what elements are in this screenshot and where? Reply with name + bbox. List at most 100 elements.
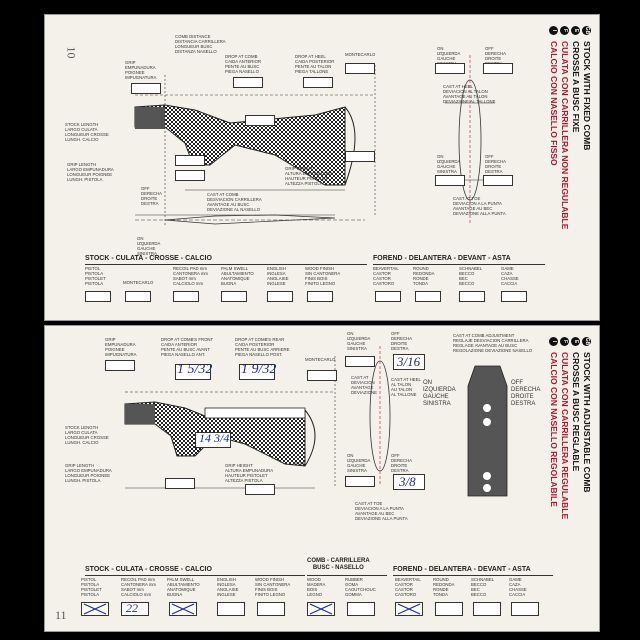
opt-beavertail: BEAVERTAIL CASTOR CASTOR CASTORO xyxy=(395,577,421,597)
page-11: 11 GRIP EMPUNADURA POIGNEE IMPUGNATURA D… xyxy=(44,325,600,632)
badge-gb: GB xyxy=(582,26,591,35)
opt-english: ENGLISH INGLESA ANGLAISE INGLESE xyxy=(267,266,289,286)
field-grip[interactable] xyxy=(105,360,135,371)
opt-beavertail: BEAVERTAIL CASTOR CASTOR CASTORO xyxy=(373,266,399,286)
field-drop-rear[interactable] xyxy=(239,364,275,380)
label-drop-heel: DROP AT HEEL CAIDA POSTERIOR PENTE AU TA… xyxy=(295,54,335,74)
field-montecarlo[interactable] xyxy=(345,63,375,74)
check-round[interactable] xyxy=(415,291,441,302)
field-grip[interactable] xyxy=(131,83,161,94)
check-game[interactable] xyxy=(501,291,527,302)
label-montecarlo: MONTECARLO xyxy=(345,52,376,57)
page-10: 10 COMB DISTANCE DISTANCIA CARRILLERA LO… xyxy=(44,14,600,321)
opt-schnabel: SCHNABEL BECCO BEC BECCO xyxy=(471,577,495,597)
check-recoil[interactable]: 22 xyxy=(121,601,149,616)
hw-stock-length: 14 3/4 xyxy=(199,431,230,445)
label-off-big: OFF DERECHA DROITE DESTRA xyxy=(511,380,541,407)
field-stock-length[interactable] xyxy=(175,155,205,166)
field-comb-distance[interactable] xyxy=(245,115,275,126)
check-english[interactable] xyxy=(217,602,245,616)
label-on: ON IZQUIERDA GAUCHE SINISTRA xyxy=(137,236,161,256)
label-grip: GRIP EMPUNADURA POIGNEE IMPUGNATURA xyxy=(105,337,137,357)
opt-english: ENGLISH INGLESA ANGLAISE INGLESE xyxy=(217,577,239,597)
check-schnabel[interactable] xyxy=(473,602,501,616)
field-drop-front[interactable] xyxy=(175,364,211,380)
field-cast-heel-off[interactable] xyxy=(483,63,513,74)
badge-e: E xyxy=(571,337,580,346)
check-pistol[interactable] xyxy=(85,291,111,302)
field-grip-length[interactable] xyxy=(165,478,195,489)
page-number: 11 xyxy=(55,608,67,622)
field-stock-length[interactable] xyxy=(195,432,231,448)
label-grip-height: GRIP HEIGHT ALTURA EMPUNADURA HAUTEUR PI… xyxy=(225,463,274,483)
badge-i: I xyxy=(549,26,558,35)
section-stock: STOCK - CULATA - CROSSE - CALCIO xyxy=(85,566,212,573)
section-stock: STOCK - CULATA - CROSSE - CALCIO xyxy=(85,255,212,262)
badge-gb: GB xyxy=(582,337,591,346)
label-comb-distance: COMB DISTANCE DISTANCIA CARRILLERA LONGU… xyxy=(175,34,226,54)
check-montecarlo[interactable] xyxy=(125,291,151,302)
field-cast-toe-on[interactable] xyxy=(435,175,465,186)
check-wood-finish[interactable] xyxy=(257,602,285,616)
label-grip-height: GRIP HEIGHT ALTURA EMPUNADURA HAUTEUR PI… xyxy=(285,166,334,186)
opt-palm: PALM SWELL ABULTAMIENTO ANATOMIQUE BUGNA xyxy=(221,266,254,286)
opt-pistol: PISTOL PISTOLA PISTOLET PISTOLA xyxy=(85,266,106,286)
check-rubber[interactable] xyxy=(347,602,375,616)
hw-recoil: 22 xyxy=(126,601,138,615)
check-wood[interactable] xyxy=(307,602,335,616)
check-wood[interactable] xyxy=(307,291,333,302)
check-palm[interactable] xyxy=(221,291,247,302)
label-cast-heel: CAST AT HEEL DEVIACION AL TALON AVANTAGE… xyxy=(443,84,496,104)
badge-e: E xyxy=(571,26,580,35)
opt-round: ROUND REDONDA RONDE TONDA xyxy=(413,266,435,286)
label-cast-comb: CAST AT COMB DESVIACION CARRILLERA AVANT… xyxy=(207,192,262,212)
hw-cast-toe: 3/8 xyxy=(399,474,416,489)
check-beavertail[interactable] xyxy=(375,291,401,302)
opt-round: ROUND REDONDA RONDE TONDA xyxy=(433,577,455,597)
field-cast-heel-on[interactable] xyxy=(435,63,465,74)
label-off-mid: OFF DERECHA DROITE DESTRA xyxy=(485,154,507,174)
check-english[interactable] xyxy=(267,291,293,302)
label-on-mid: ON IZQUIERDA GAUCHE SINISTRA xyxy=(437,154,461,174)
label-drop-front: DROP AT COMB'S FRONT CAIDA ANTERIOR PENT… xyxy=(161,337,214,357)
check-game[interactable] xyxy=(511,602,539,616)
opt-wood: WOOD FINISH SIN CANTONERA FINIS BOIS FIN… xyxy=(305,266,341,286)
label-off: OFF DERECHA DROITE DESTRA xyxy=(141,186,163,206)
field-drop-heel[interactable] xyxy=(303,77,333,88)
field-grip-height[interactable] xyxy=(245,484,275,495)
field-grip-height[interactable] xyxy=(345,151,375,162)
field-cast-toe[interactable] xyxy=(393,474,425,490)
hw-drop-rear: 1 9/32 xyxy=(241,362,277,377)
opt-game: GAME CAZA CHASSE CACCIA xyxy=(501,266,519,286)
field-on-top[interactable] xyxy=(345,356,375,367)
field-grip-length[interactable] xyxy=(175,170,205,181)
field-cast-toe-off[interactable] xyxy=(483,175,513,186)
check-beavertail[interactable] xyxy=(395,602,423,616)
label-cast-toe: CAST AT TOE DEVIACION A LA PUNTA AVANTAG… xyxy=(355,501,408,521)
opt-recoil: RECOIL PAD mm CANTONERA mm SABOT mm CALC… xyxy=(121,577,157,597)
field-montecarlo[interactable] xyxy=(307,370,337,381)
check-schnabel[interactable] xyxy=(459,291,485,302)
section-forend: FOREND - DELANTERA - DEVANT - ASTA xyxy=(373,255,511,262)
field-on-mid[interactable] xyxy=(345,476,375,487)
check-palm[interactable] xyxy=(169,602,197,616)
stock-diagram-fixed xyxy=(134,55,495,225)
opt-wood-finish: WOOD FINISH SIN CANTONERA FINIS BOIS FIN… xyxy=(255,577,291,597)
label-adjustment: CAST AT COMB ADJUSTMENT REGLAJE DESVIACI… xyxy=(453,333,533,353)
field-cast-heel[interactable] xyxy=(393,354,425,370)
field-drop-comb[interactable] xyxy=(233,77,263,88)
check-pistol[interactable] xyxy=(81,602,109,616)
label-off-mid: OFF DERECHA DROITE DESTRA xyxy=(391,453,413,473)
label-grip-length: GRIP LENGTH LARGO EMPUNADURA LONGUEUR PO… xyxy=(67,162,114,182)
label-cast-toe: CAST AT TOE DEVIACION A LA PUNTA AVANTAG… xyxy=(453,196,506,216)
check-recoil[interactable] xyxy=(173,291,199,302)
label-on-mid: ON IZQUIERDA GAUCHE SINISTRA xyxy=(347,453,371,473)
check-round[interactable] xyxy=(435,602,463,616)
